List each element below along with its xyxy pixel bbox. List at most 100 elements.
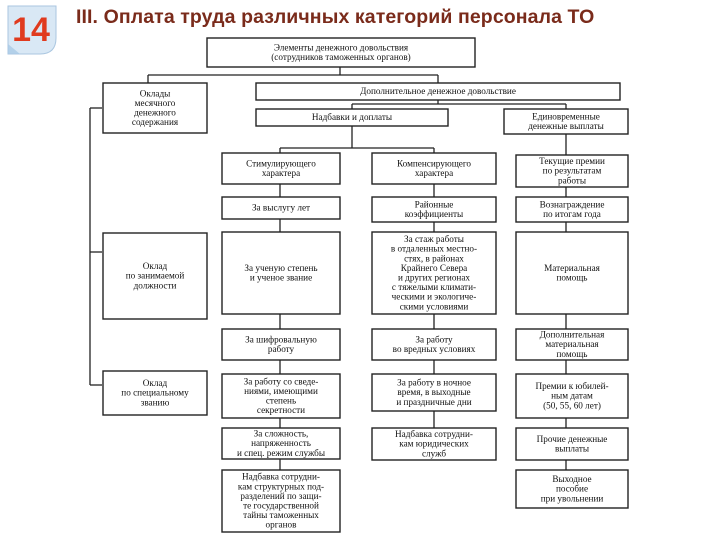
one-time-item-box-text-line: выплаты [555, 443, 589, 453]
stimulating-item-box-text-line: секретности [257, 405, 305, 415]
one-time-item-box-text-line: при увольнении [541, 493, 604, 503]
one-time-item-box-text-line: работы [558, 175, 586, 185]
stimulating-item-box-text-line: За ученую степень [244, 263, 317, 273]
stimulating-item-box-text-line: степень [266, 395, 296, 405]
position-salary-box-text-line: должности [134, 280, 177, 290]
stimulating-item-box-text-line: органов [266, 520, 298, 530]
compensating-item-box-text-line: кам юридических [399, 439, 469, 449]
rank-salary-box-text-line: званию [141, 397, 170, 407]
one-time-payments-box-text-line: денежные выплаты [528, 121, 604, 131]
stimulating-item-box-frame [221, 328, 341, 361]
one-time-item-box-text-line: Материальная [544, 263, 601, 273]
one-time-item-box-frame [515, 469, 629, 509]
position-salary-box-frame [102, 232, 208, 320]
stimulating-item-box-text-line: те государственной [243, 500, 319, 510]
stimulating-item-box: Надбавка сотрудни-кам структурных под-ра… [221, 469, 341, 533]
one-time-item-box-frame [515, 154, 629, 188]
stimulating-item-box-text-line: За работу со сведе- [244, 376, 319, 386]
one-time-payments-box-frame [503, 108, 629, 135]
stimulating-item-box-frame [221, 231, 341, 315]
stimulating-item-box-text-line: За шифровальную [245, 334, 317, 344]
bonuses-box-text-line: Надбавки и доплаты [312, 112, 392, 122]
stimulating-box-text-line: характера [262, 168, 300, 178]
monthly-salary-box-text-line: содержания [132, 117, 179, 127]
stimulating-item-box-frame [221, 427, 341, 460]
compensating-item-box-text-line: во вредных условиях [393, 344, 476, 354]
monthly-salary-box-text-line: Оклады [140, 88, 171, 98]
one-time-item-box-text-line: материальная [545, 339, 599, 349]
slide-title: III. Оплата труда различных категорий пе… [76, 6, 595, 28]
one-time-item-box-frame [515, 373, 629, 419]
one-time-payments-box-text-line: Единовременные [532, 111, 600, 121]
compensating-item-box-frame [371, 328, 497, 361]
root-box-text-line: (сотрудников таможенных органов) [271, 52, 410, 62]
compensating-item-box-text-line: За работу [415, 334, 453, 344]
compensating-box-text-line: характера [415, 168, 453, 178]
one-time-item-box: Премии к юбилей-ным датам(50, 55, 60 лет… [515, 373, 629, 419]
one-time-item-box-text-line: по результатам [543, 166, 602, 176]
compensating-item-box-text-line: стях, в районах [404, 253, 464, 263]
one-time-item-box-text-line: Прочие денежные [537, 434, 608, 444]
stimulating-item-box-frame [221, 196, 341, 220]
compensating-item-box-frame [371, 427, 497, 461]
monthly-salary-box-frame [102, 82, 208, 134]
compensating-item-box-frame [371, 373, 497, 412]
root-box-frame [206, 37, 476, 68]
one-time-item-box-text-line: по итогам года [543, 209, 601, 219]
position-salary-box-text-line: Оклад [143, 261, 168, 271]
one-time-item-box-frame [515, 231, 629, 315]
compensating-item-box-text-line: коэффициенты [405, 209, 463, 219]
compensating-item-box-text-line: скими условиями [400, 301, 469, 311]
compensating-item-box-text-line: служб [422, 448, 446, 458]
one-time-item-box-text-line: Дополнительная [540, 330, 606, 340]
rank-salary-box-text-line: по специальному [121, 388, 189, 398]
stimulating-box-frame [221, 152, 341, 185]
stimulating-item-box-text-line: ниями, имеющими [244, 386, 318, 396]
stimulating-item-box-text-line: Надбавка сотрудни- [242, 472, 320, 482]
compensating-item-box-text-line: Крайнего Севера [401, 263, 468, 273]
additional-allowance-box-frame [255, 82, 621, 101]
compensating-box-text-line: Компенсирующего [397, 158, 471, 168]
compensating-item-box-text-line: в отдаленных местно- [391, 244, 477, 254]
position-salary-box-text-line: по занимаемой [126, 271, 185, 281]
additional-allowance-box-text-line: Дополнительное денежное довольствие [360, 86, 516, 96]
one-time-item-box-text-line: помощь [556, 349, 587, 359]
compensating-item-box-text-line: Надбавка сотрудни- [395, 429, 473, 439]
stimulating-item-box-text-line: работу [268, 344, 295, 354]
stimulating-item-box: За работу со сведе-ниями, имеющимистепен… [221, 373, 341, 419]
one-time-item-box-text-line: помощь [556, 272, 587, 282]
one-time-item-box-text-line: Вознаграждение [540, 199, 605, 209]
monthly-salary-box-text-line: денежного [134, 107, 176, 117]
bonuses-box: Надбавки и доплаты [255, 108, 449, 127]
stimulating-item-box: За выслугу лет [221, 196, 341, 220]
slide-number-badge: 14 [7, 5, 57, 55]
compensating-item-box-frame [371, 231, 497, 315]
compensating-item-box-text-line: За работу в ночное [397, 378, 471, 388]
compensating-item-box-text-line: ческими и экологиче- [392, 292, 477, 302]
stimulating-item-box-text-line: кам структурных под- [238, 481, 324, 491]
slide-number: 14 [12, 11, 50, 49]
compensating-item-box-text-line: и праздничные дни [396, 397, 471, 407]
root-box: Элементы денежного довольствия(сотрудник… [206, 37, 476, 68]
one-time-item-box-text-line: (50, 55, 60 лет) [543, 400, 601, 410]
root-box-text-line: Элементы денежного довольствия [274, 42, 409, 52]
stimulating-item-box-frame [221, 373, 341, 419]
stimulating-item-box-text-line: разделений по защи- [240, 491, 321, 501]
rank-salary-box-text-line: Оклад [143, 378, 168, 388]
compensating-box-frame [371, 152, 497, 185]
stimulating-item-box-text-line: и спец. режим службы [237, 448, 325, 458]
